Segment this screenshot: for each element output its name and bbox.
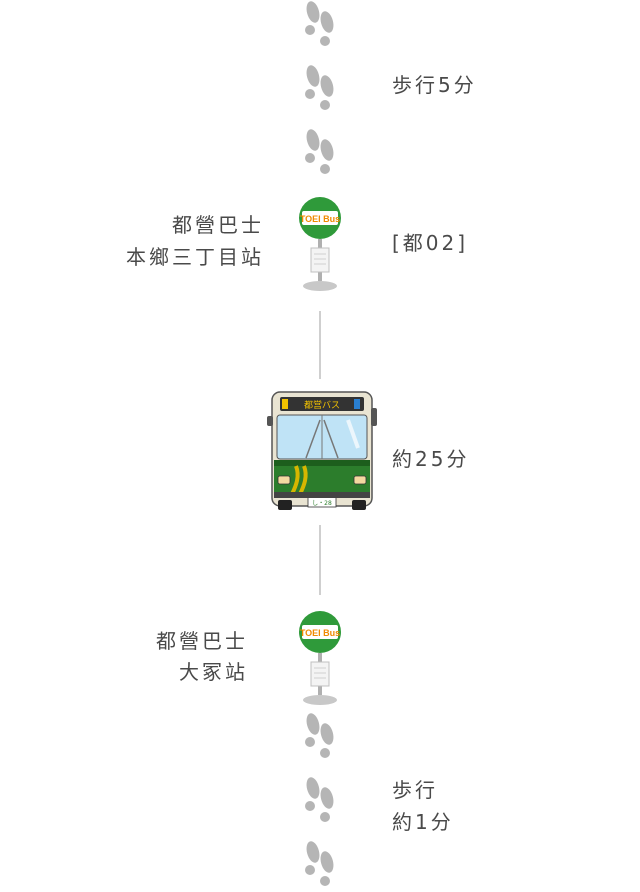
bus-plate: し・28 — [312, 500, 332, 507]
ride-duration-label: 約25分 — [392, 447, 470, 471]
walk-end-label: 歩行 — [392, 778, 438, 802]
origin-stop-name: 本鄉三丁目站 — [126, 245, 264, 269]
walk-start-label: 歩行5分 — [392, 73, 477, 97]
footprints-icon — [304, 776, 336, 822]
walk-end-duration: 約1分 — [392, 810, 454, 834]
stop-sign-text: TOEI Bus — [300, 214, 340, 224]
footprints-icon — [304, 128, 336, 174]
route-label: [都02] — [392, 231, 469, 255]
route-line — [319, 525, 321, 595]
footprints-icon — [304, 712, 336, 758]
stop-sign-text: TOEI Bus — [300, 628, 340, 638]
bus-destination-sign: 都営バス — [304, 399, 340, 411]
origin-stop-operator: 都營巴士 — [172, 213, 264, 237]
footprints-icon — [304, 64, 336, 110]
footprints-icon — [304, 0, 336, 46]
destination-stop-name: 大冢站 — [179, 660, 248, 684]
footprints-icon — [304, 840, 336, 886]
bus-stop-sign-icon: TOEI Bus — [299, 611, 341, 705]
bus-icon: 都営バス し・28 — [267, 391, 377, 510]
bus-stop-sign-icon: TOEI Bus — [299, 197, 341, 291]
destination-stop-operator: 都營巴士 — [156, 629, 248, 653]
route-line — [319, 311, 321, 379]
